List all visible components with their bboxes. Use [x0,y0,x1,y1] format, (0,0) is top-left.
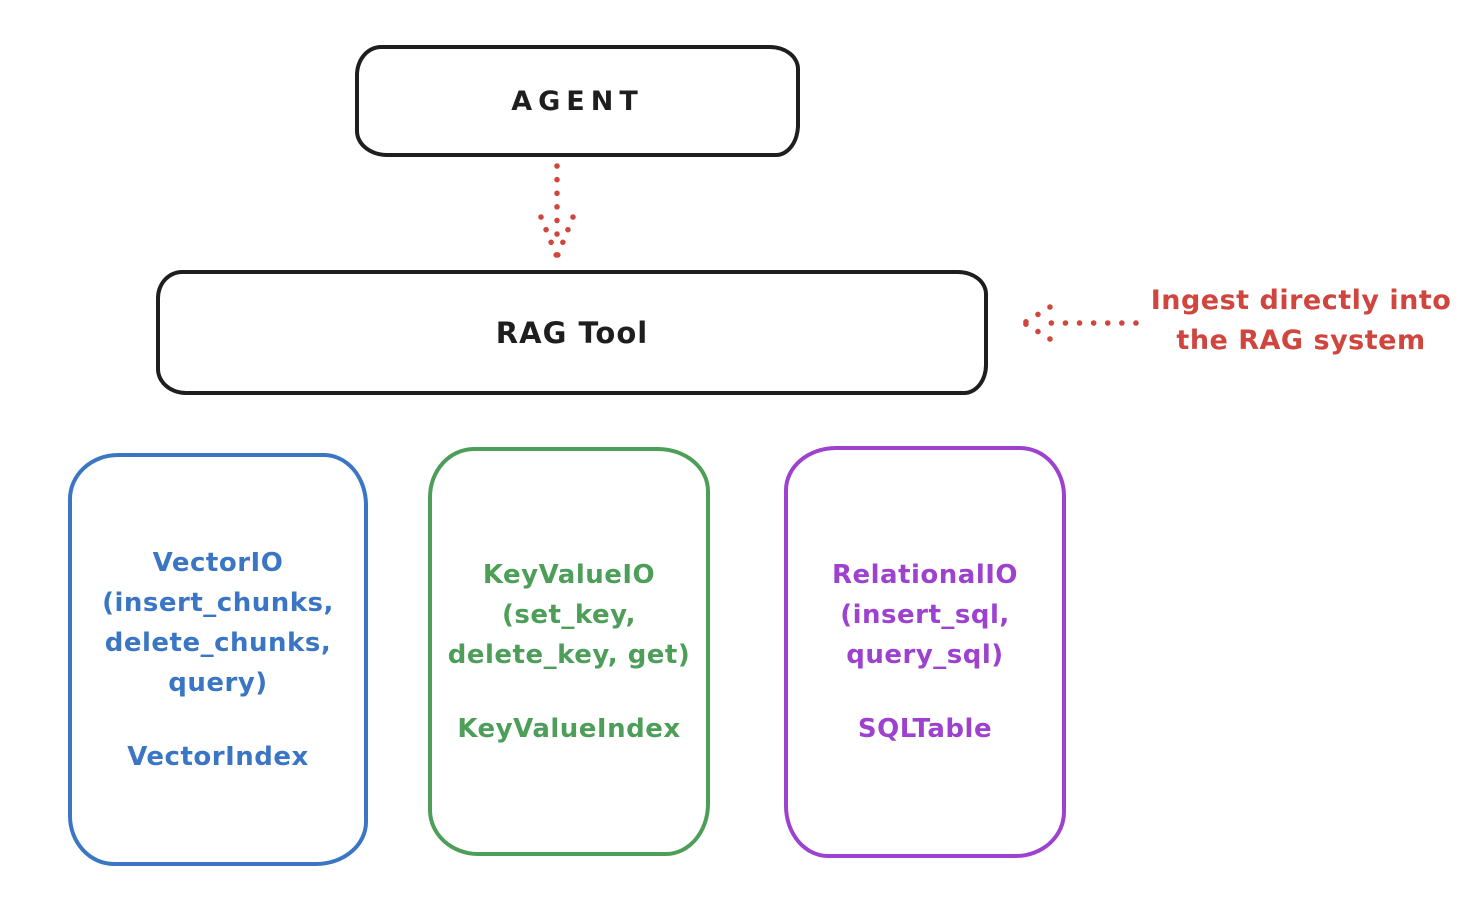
keyvalue-index-label: KeyValueIndex [457,713,681,744]
rag-tool-label: RAG Tool [495,315,649,350]
vector-io-box: VectorIO (insert_chunks, delete_chunks, … [68,453,368,866]
relational-io-method: (insert_sql, [840,600,1010,630]
relational-io-title: RelationalIO [831,560,1019,590]
vector-io-method: (insert_chunks, [102,587,334,618]
keyvalue-io-title: KeyValueIO [482,559,656,590]
sql-table-label: SQLTable [857,714,993,744]
vector-io-title: VectorIO [152,547,284,578]
annotation-line1: Ingest directly into [1150,285,1452,316]
relational-io-box: RelationalIO (insert_sql, query_sql) SQL… [784,446,1066,858]
dotted-arrow-down-icon [538,163,576,260]
agent-box: AGENT [355,45,800,157]
vector-io-method: delete_chunks, [104,627,332,658]
annotation-text: Ingest directly into the RAG system [1128,281,1474,361]
vector-index-label: VectorIndex [127,741,309,772]
vector-io-method: query) [168,667,268,698]
dotted-arrow-left-icon [1021,304,1139,342]
annotation-line2: the RAG system [1176,325,1426,356]
relational-io-method: query_sql) [846,640,1004,670]
keyvalue-io-method: (set_key, [502,599,636,630]
rag-tool-box: RAG Tool [156,270,988,395]
agent-label: AGENT [511,85,644,117]
keyvalue-io-method: delete_key, get) [447,639,691,670]
keyvalue-io-box: KeyValueIO (set_key, delete_key, get) Ke… [428,447,710,856]
